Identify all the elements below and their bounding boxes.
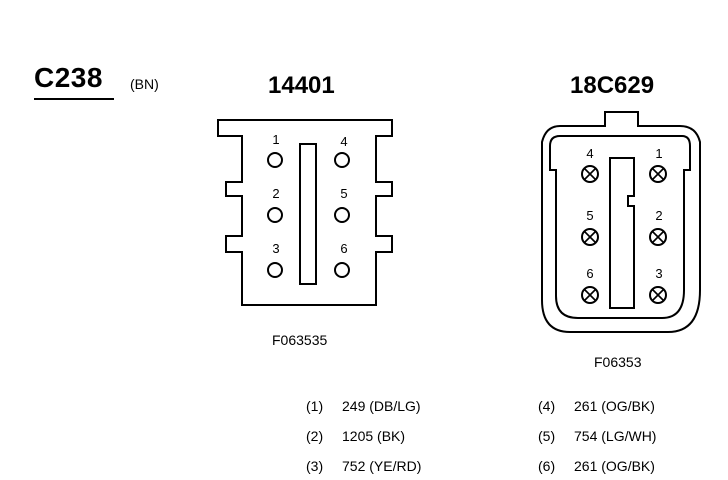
right-connector-inner-body — [549, 135, 691, 319]
right-connector-shell — [541, 111, 701, 333]
circuit-value: 261 (OG/BK) — [574, 398, 655, 414]
circuit-value: 249 (DB/LG) — [342, 398, 421, 414]
right-pin-2-symbol — [649, 228, 667, 246]
right-pin-label: 2 — [655, 208, 663, 223]
right-connector-center-slot — [609, 157, 635, 309]
left-pin-label: 6 — [340, 241, 348, 256]
left-pin-label: 2 — [272, 186, 280, 201]
left-connector-part-number: 14401 — [268, 72, 335, 99]
right-pin-label: 3 — [655, 266, 663, 281]
circuit-value: 752 (YE/RD) — [342, 458, 422, 474]
left-pin-label: 4 — [340, 134, 348, 149]
left-pin-label: 3 — [272, 241, 280, 256]
left-figure-id: F063535 — [272, 332, 328, 348]
circuit-pin: (2) — [306, 428, 324, 444]
left-pin-3-circle — [267, 262, 283, 278]
right-connector-part-number: 18C629 — [570, 72, 655, 99]
circuit-pin: (3) — [306, 458, 324, 474]
circuit-value: 1205 (BK) — [342, 428, 406, 444]
right-pin-3-symbol — [649, 286, 667, 304]
left-pin-1-circle — [267, 152, 283, 168]
right-pin-label: 5 — [586, 208, 594, 223]
connector-id: C238 — [34, 62, 103, 93]
circuit-value: 261 (OG/BK) — [574, 458, 655, 474]
right-pin-4-symbol — [581, 165, 599, 183]
connector-color-code: (BN) — [130, 76, 159, 92]
circuit-value: 754 (LG/WH) — [574, 428, 657, 444]
circuit-pin: (1) — [306, 398, 324, 414]
left-pin-2-circle — [267, 207, 283, 223]
left-connector-center-slot — [299, 143, 317, 285]
right-pin-label: 4 — [586, 146, 594, 161]
right-pin-label: 1 — [655, 146, 663, 161]
left-pin-5-circle — [334, 207, 350, 223]
left-pin-label: 5 — [340, 186, 348, 201]
right-figure-id: F06353 — [594, 354, 642, 370]
circuit-pin: (4) — [538, 398, 556, 414]
left-pin-6-circle — [334, 262, 350, 278]
left-pin-4-circle — [334, 152, 350, 168]
right-pin-label: 6 — [586, 266, 594, 281]
circuit-pin: (6) — [538, 458, 556, 474]
left-connector-outline — [217, 119, 393, 306]
right-pin-6-symbol — [581, 286, 599, 304]
circuit-pin: (5) — [538, 428, 556, 444]
left-pin-label: 1 — [272, 132, 280, 147]
right-pin-5-symbol — [581, 228, 599, 246]
connector-id-underline — [34, 98, 114, 100]
right-pin-1-symbol — [649, 165, 667, 183]
